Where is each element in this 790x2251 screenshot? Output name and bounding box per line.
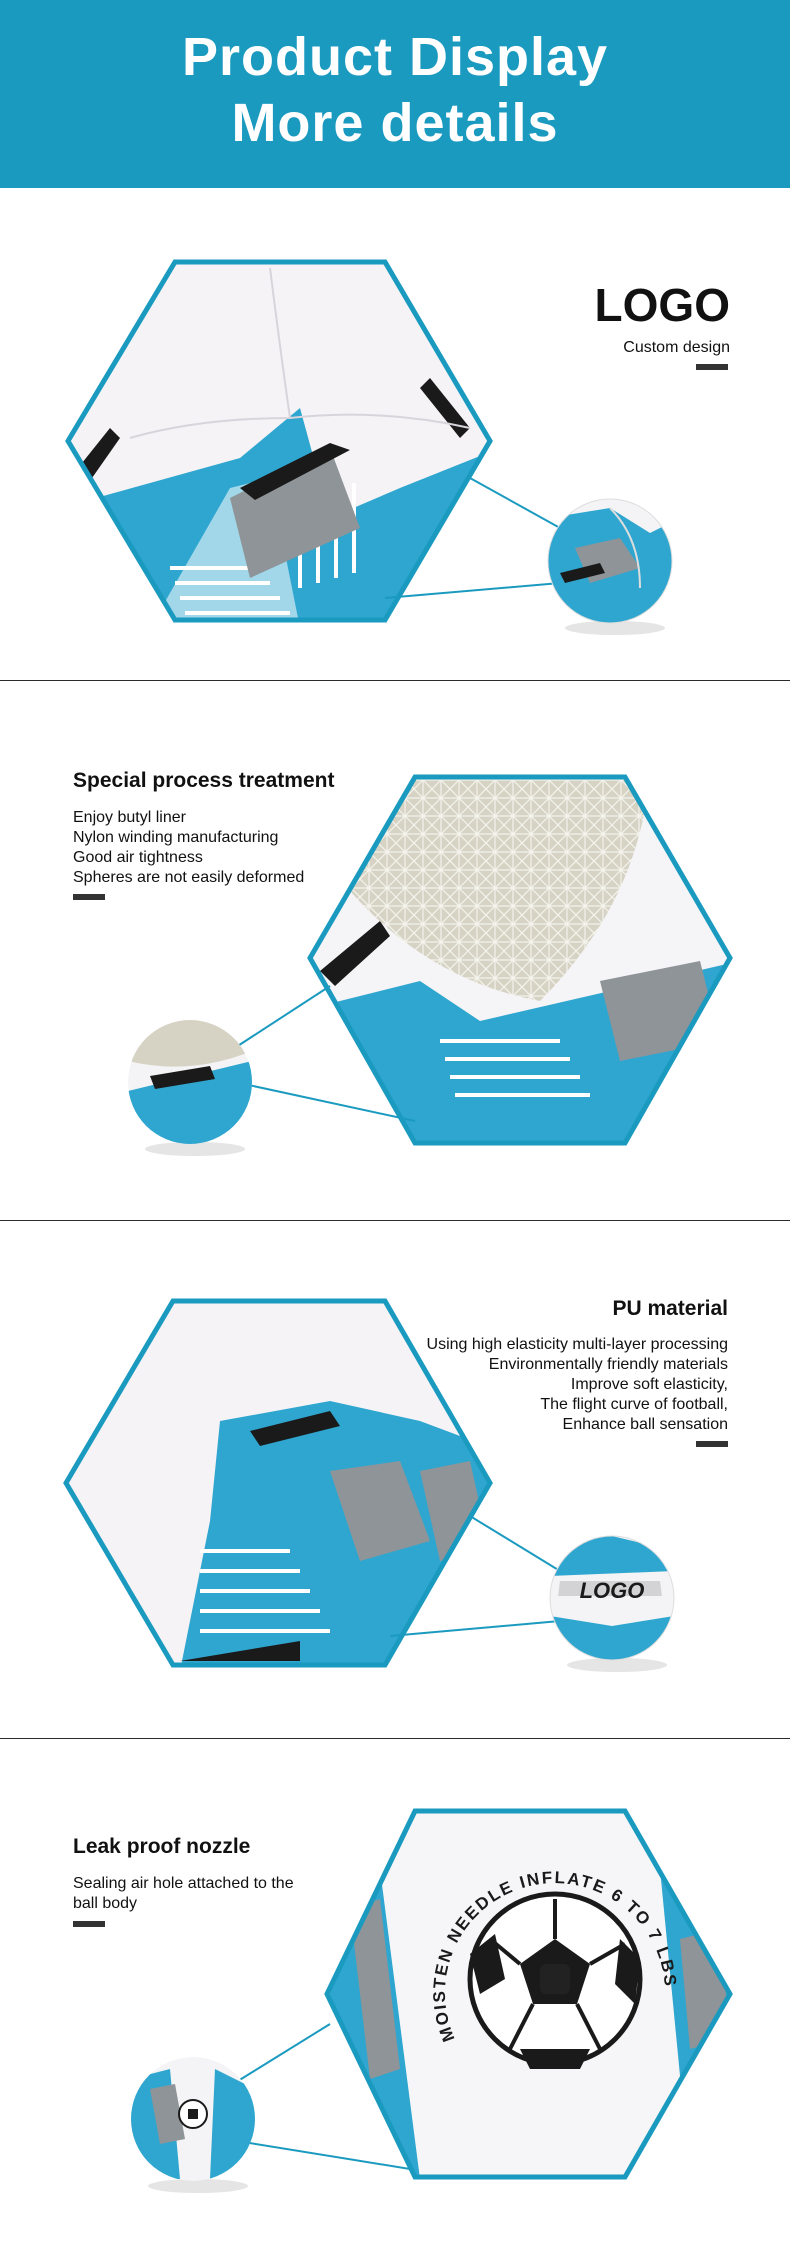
page-header: Product Display More details	[0, 0, 790, 188]
accent-bar	[696, 364, 728, 370]
section-line: The flight curve of football,	[540, 1396, 728, 1413]
logo-closeup-illustration	[65, 259, 673, 635]
section-leak-proof-nozzle: MOISTEN NEEDLE INFLATE 6 TO 7 LBS Leak p…	[0, 1739, 790, 2251]
section-logo: LOGO Custom design	[0, 188, 790, 680]
header-title-line1: Product Display	[181, 27, 609, 87]
section-title: Special process treatment	[73, 769, 335, 792]
pu-closeup-illustration: LOGO	[63, 1298, 675, 1672]
section-divider	[0, 1220, 790, 1221]
section-divider	[0, 680, 790, 681]
accent-bar	[696, 1441, 728, 1447]
section-line: Sealing air hole attached to the	[73, 1875, 294, 1892]
section-line: Enhance ball sensation	[562, 1416, 728, 1433]
section-divider	[0, 1738, 790, 1739]
section-special-process: Special process treatment Enjoy butyl li…	[0, 681, 790, 1220]
section-title: LOGO	[594, 279, 730, 331]
section-line: Nylon winding manufacturing	[73, 829, 279, 846]
section-line: Using high elasticity multi-layer proces…	[426, 1336, 728, 1353]
section-line: ball body	[73, 1895, 138, 1912]
section-line: Environmentally friendly materials	[488, 1356, 728, 1373]
liner-closeup-illustration	[128, 774, 733, 1156]
accent-bar	[73, 1921, 105, 1927]
header-title-line2: More details	[231, 93, 559, 153]
section-line: Spheres are not easily deformed	[73, 869, 305, 886]
section-title: Leak proof nozzle	[73, 1835, 251, 1858]
section-pu-material: LOGO PU material Using high elasticity m…	[0, 1221, 790, 1738]
section-line: Good air tightness	[73, 849, 203, 866]
section-line: Enjoy butyl liner	[73, 809, 186, 826]
section-line: Custom design	[623, 339, 730, 356]
accent-bar	[73, 894, 105, 900]
nozzle-closeup-illustration: MOISTEN NEEDLE INFLATE 6 TO 7 LBS	[131, 1808, 733, 2193]
section-title: PU material	[612, 1297, 728, 1320]
ball-logo-print: LOGO	[580, 1578, 645, 1603]
section-line: Improve soft elasticity,	[570, 1376, 728, 1393]
